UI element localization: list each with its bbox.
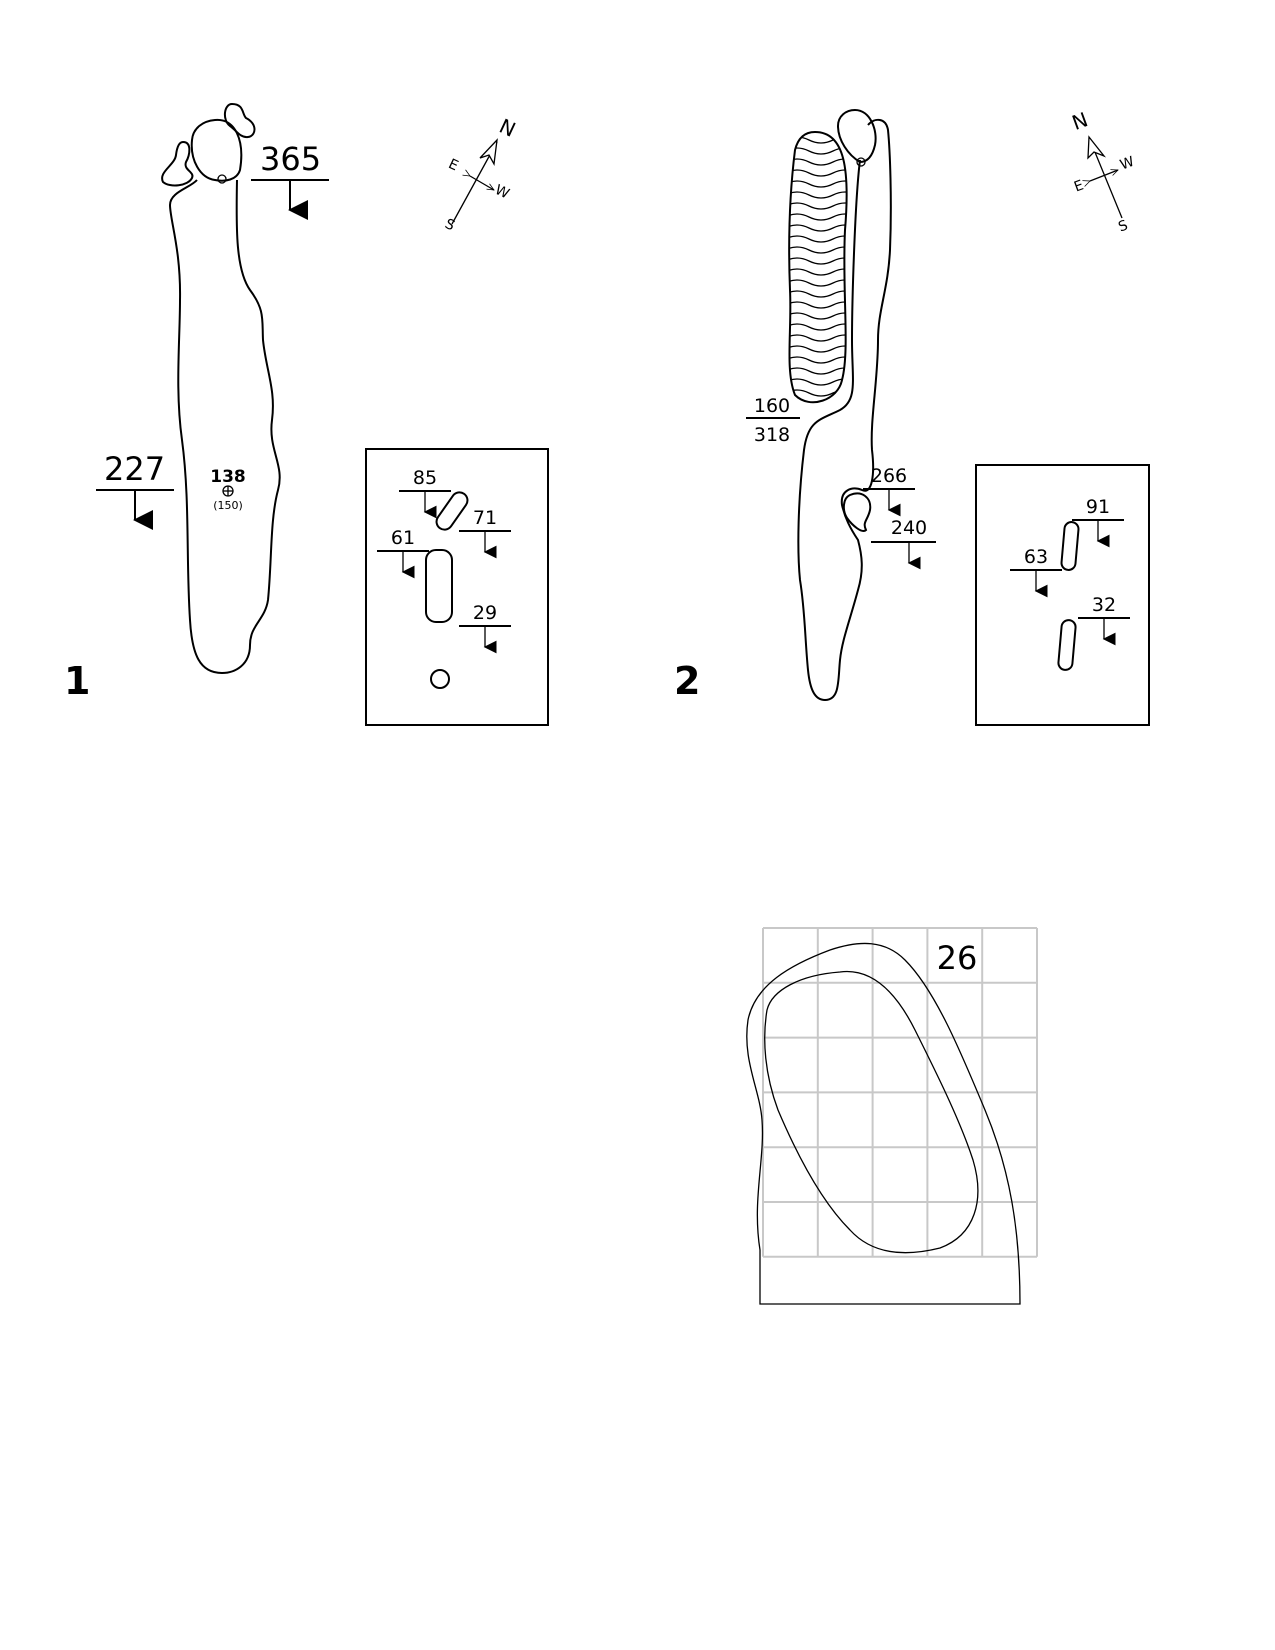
wave-line [789, 301, 847, 309]
distance-label: 160 [754, 395, 790, 417]
hole-2-bunker [842, 492, 872, 532]
wave-line [789, 312, 847, 320]
wave-line [789, 356, 847, 364]
distance-label: N [1069, 107, 1091, 135]
hole-2: 160 318 266 240 2 N E W S 91 63 32 [674, 107, 1150, 726]
distance-label: 266 [871, 465, 907, 487]
hole-1-fairway [168, 179, 281, 675]
wave-line [789, 202, 847, 210]
distance-label: W [492, 182, 511, 202]
wave-line [789, 246, 847, 254]
wave-line [789, 268, 847, 276]
hole-1-green [190, 118, 243, 182]
hole-2-green-inset: 91 63 32 [975, 464, 1150, 726]
distance-label: E [1072, 177, 1086, 195]
distance-label: 63 [1024, 546, 1048, 568]
wave-line [789, 136, 847, 144]
wave-line [789, 180, 847, 188]
hole-1-bunker-left [161, 140, 194, 187]
distance-label: 318 [754, 424, 790, 446]
sprinkler-icon [222, 485, 234, 497]
distance-label: 240 [891, 517, 927, 539]
distance-label: 32 [1092, 594, 1116, 616]
center-alt-distance: (150) [213, 499, 243, 512]
wave-line [789, 257, 847, 265]
green-grid: 26 [746, 927, 1038, 1305]
hole-1-bunker-right [224, 102, 256, 139]
distance-label: 26 [937, 939, 978, 977]
hole-number: 1 [64, 659, 90, 703]
hole-1: 365 227 138 (150) 1 N E W S 85 [64, 102, 549, 726]
distance-label: S [442, 216, 457, 234]
wave-line [789, 290, 847, 298]
hole-1-green-inset: 85 71 61 29 [365, 448, 549, 726]
wave-line [789, 191, 847, 199]
wave-line [789, 378, 847, 386]
distance-label: 61 [391, 527, 415, 549]
water-hazard [788, 130, 848, 404]
distance-label: W [1118, 154, 1137, 174]
wave-line [789, 224, 847, 232]
compass-icon: N E W S [442, 114, 519, 235]
layup-distance: 227 [104, 450, 165, 488]
distance-label: 91 [1086, 496, 1110, 518]
compass-icon: N E W S [1069, 107, 1137, 235]
hole-2-fairway [797, 118, 892, 702]
wave-line [789, 367, 847, 375]
pin-icon [856, 157, 866, 167]
wave-line [789, 213, 847, 221]
green-surround [746, 942, 1021, 1305]
wave-line [789, 158, 847, 166]
pin-icon [217, 174, 227, 184]
wave-line [789, 235, 847, 243]
wave-line [789, 169, 847, 177]
distance-label: N [496, 114, 520, 142]
distance-label: 85 [413, 467, 437, 489]
hole-2-green [836, 108, 877, 164]
wave-line [789, 323, 847, 331]
wave-line [789, 345, 847, 353]
hole-number: 2 [674, 659, 700, 703]
green-outline [764, 970, 979, 1254]
distance-label: S [1116, 217, 1130, 235]
wave-line [789, 279, 847, 287]
center-distance: 138 [210, 467, 246, 487]
distance-label: 29 [473, 602, 497, 624]
distance-label: 71 [473, 507, 497, 529]
wave-line [789, 334, 847, 342]
tee-distance: 365 [260, 140, 321, 178]
distance-label: E [446, 156, 461, 174]
